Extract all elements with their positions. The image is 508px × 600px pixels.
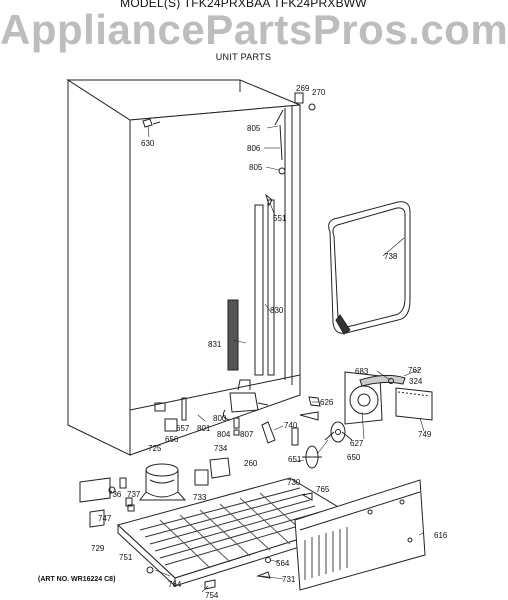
part-label-269: 269: [296, 84, 310, 93]
part-label-734: 734: [214, 444, 228, 453]
part-label-737: 737: [127, 490, 141, 499]
model-header: MODEL(S) TFK24PRXBAA TFK24PRXBWW: [120, 0, 367, 10]
part-label-731: 731: [282, 575, 296, 584]
part-label-749: 749: [418, 430, 432, 439]
part-label-807: 807: [240, 430, 254, 439]
part-label-805: 805: [247, 124, 261, 133]
part-label-730: 730: [287, 478, 301, 487]
part-label-751: 751: [119, 553, 133, 562]
part-label-800: 800: [213, 414, 227, 423]
part-label-564: 564: [276, 559, 290, 568]
evaporator-cover-gasket: [328, 201, 411, 335]
part-label-804: 804: [217, 430, 231, 439]
rear-access-panel: [294, 479, 426, 591]
valve-and-bracket-parts: [154, 379, 299, 446]
part-label-683: 683: [355, 367, 369, 376]
leader-lines: [147, 125, 425, 593]
part-label-551: 551: [273, 214, 287, 223]
part-label-801: 801: [197, 424, 211, 433]
part-label-627: 627: [350, 439, 364, 448]
part-label-651: 651: [288, 455, 302, 464]
part-label-754: 754: [205, 591, 219, 600]
part-label-736: 736: [108, 490, 122, 499]
diagram-subtitle: UNIT PARTS: [215, 52, 272, 62]
part-label-830: 830: [270, 306, 284, 315]
part-label-656: 656: [165, 435, 179, 444]
part-label-765: 765: [316, 485, 330, 494]
part-label-805-lower: 805: [249, 163, 263, 172]
part-label-733: 733: [193, 493, 207, 502]
part-label-630: 630: [141, 139, 155, 148]
part-number-labels: 269 270 630 805 806 805 551 738 830 831 …: [91, 84, 448, 600]
condenser-fan-assembly: [302, 371, 433, 469]
part-label-729: 729: [91, 544, 105, 553]
part-label-725: 725: [148, 444, 162, 453]
part-label-740: 740: [284, 421, 298, 430]
compressor: [139, 463, 187, 501]
part-label-762: 762: [408, 366, 422, 375]
part-label-764: 764: [168, 580, 182, 589]
part-label-270: 270: [312, 88, 326, 97]
part-label-324: 324: [409, 377, 423, 386]
part-label-747: 747: [98, 514, 112, 523]
unit-parts-diagram: 269 270 630 805 806 805 551 738 830 831 …: [66, 79, 448, 600]
channel-strips: [227, 199, 275, 376]
part-label-806: 806: [247, 144, 261, 153]
part-label-738: 738: [384, 252, 398, 261]
relay-overload-parts: [79, 457, 231, 528]
part-label-260: 260: [244, 459, 258, 468]
part-label-831: 831: [208, 340, 222, 349]
part-label-650: 650: [347, 453, 361, 462]
part-label-657: 657: [176, 424, 190, 433]
bottom-small-parts: [127, 411, 319, 590]
watermark: AppliancePartsPros.com: [0, 6, 508, 53]
part-label-626: 626: [320, 398, 334, 407]
top-bracket-parts: [142, 92, 316, 207]
art-number: (ART NO. WR16224 C8): [38, 576, 116, 583]
cabinet-outline: [66, 79, 301, 456]
part-label-616: 616: [434, 531, 448, 540]
